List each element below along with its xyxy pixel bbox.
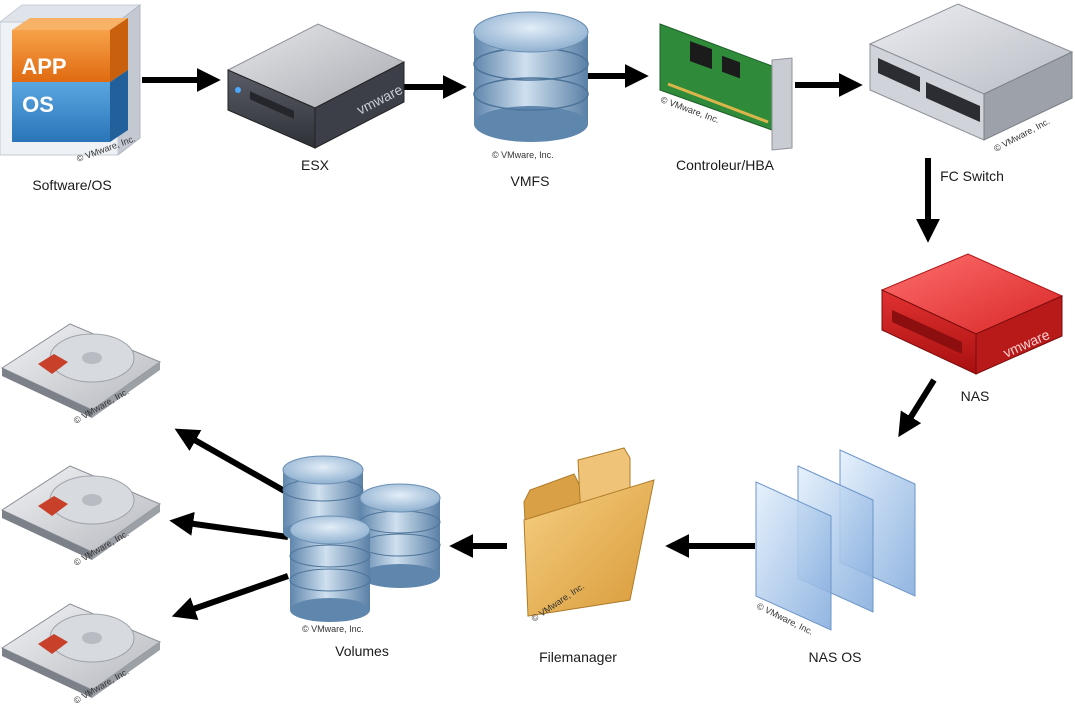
filemanager-folder-icon: © VMware, Inc.	[523, 447, 655, 624]
fc-switch-icon: © VMware, Inc.	[868, 3, 1074, 154]
software-os-icon: APP OS © VMware, Inc.	[0, 3, 142, 164]
label-vmfs: VMFS	[510, 173, 550, 189]
os-text: OS	[22, 92, 54, 117]
label-controller: Controleur/HBA	[675, 157, 775, 173]
label-nas-os: NAS OS	[808, 649, 862, 665]
hard-disk-3-icon: © VMware, Inc.	[0, 603, 162, 706]
controller-hba-icon: © VMware, Inc.	[659, 23, 793, 151]
arrow-nas-to-nasos	[898, 378, 937, 438]
label-filemanager: Filemanager	[539, 649, 617, 665]
nas-os-icon: © VMware, Inc.	[755, 449, 916, 637]
flow-arrows	[142, 64, 940, 620]
hard-disk-2-icon: © VMware, Inc.	[0, 465, 162, 568]
arrow-volumes-to-disk-2	[169, 511, 289, 540]
volume-db-2	[359, 483, 441, 588]
vmfs-database-icon: © VMware, Inc.	[473, 11, 589, 160]
esx-server-icon: vmware	[226, 23, 405, 149]
volumes-database-icon: © VMware, Inc.	[282, 455, 441, 634]
hard-disk-1-icon: © VMware, Inc.	[0, 323, 162, 426]
volume-db-3	[289, 515, 371, 622]
label-fc-switch: FC Switch	[940, 168, 1004, 184]
label-software-os: Software/OS	[32, 177, 112, 193]
label-volumes: Volumes	[335, 643, 389, 659]
label-nas: NAS	[960, 388, 990, 404]
nas-device-icon: vmware	[880, 253, 1064, 375]
label-esx: ESX	[300, 157, 329, 173]
app-text: APP	[21, 54, 66, 79]
copyright-volumes: © VMware, Inc.	[302, 624, 364, 634]
copyright-vmfs: © VMware, Inc.	[492, 150, 554, 160]
arrow-volumes-to-disk-3	[171, 573, 289, 620]
arrow-volumes-to-disk-1	[174, 428, 290, 496]
